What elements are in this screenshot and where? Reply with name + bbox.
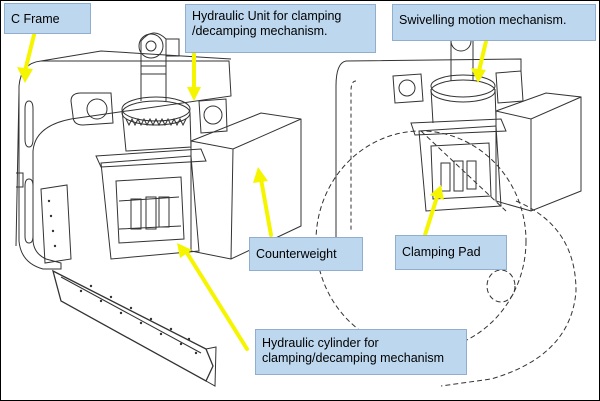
callout-hydraulic-unit-line1: Hydraulic Unit for clamping <box>192 9 342 23</box>
arrow-hydraulic-unit <box>187 51 201 101</box>
callout-c-frame-text: C Frame <box>11 12 60 26</box>
arrow-cylinder <box>177 243 249 351</box>
housing-right <box>418 125 502 212</box>
frame-slot-upper <box>24 100 34 148</box>
housing-left <box>100 155 200 260</box>
callout-hydraulic-unit: Hydraulic Unit for clamping /decamping m… <box>185 4 376 53</box>
c-frame-left <box>18 60 232 270</box>
lower-beam-left <box>51 269 214 382</box>
counterweight-right <box>495 92 582 212</box>
callout-swivelling: Swivelling motion mechanism. <box>392 4 596 41</box>
arrow-clamping-pad <box>423 185 444 237</box>
callout-c-frame: C Frame <box>4 3 91 34</box>
arrow-swivelling <box>471 35 489 83</box>
callout-hydraulic-unit-line2: /decamping mechanism. <box>192 24 328 38</box>
counterweight-left <box>190 112 302 260</box>
callout-hydraulic-cylinder: Hydraulic cylinder for clamping/decampin… <box>255 329 467 375</box>
callout-counterweight-text: Counterweight <box>256 247 337 261</box>
callout-cylinder-line2: clamping/decamping mechanism <box>262 351 445 365</box>
callout-clamping-pad-text: Clamping Pad <box>402 245 481 259</box>
arrow-counterweight <box>253 167 273 237</box>
side-plate-left <box>40 184 72 264</box>
callout-cylinder-line1: Hydraulic cylinder for <box>262 336 379 350</box>
beam-holes <box>47 199 198 355</box>
arrow-c-frame <box>17 29 37 83</box>
callout-clamping-pad: Clamping Pad <box>395 235 507 270</box>
frame-slot-lower <box>24 178 34 244</box>
c-frame-right <box>335 58 522 256</box>
callout-swivelling-text: Swivelling motion mechanism. <box>399 13 567 27</box>
callout-counterweight: Counterweight <box>249 237 363 271</box>
